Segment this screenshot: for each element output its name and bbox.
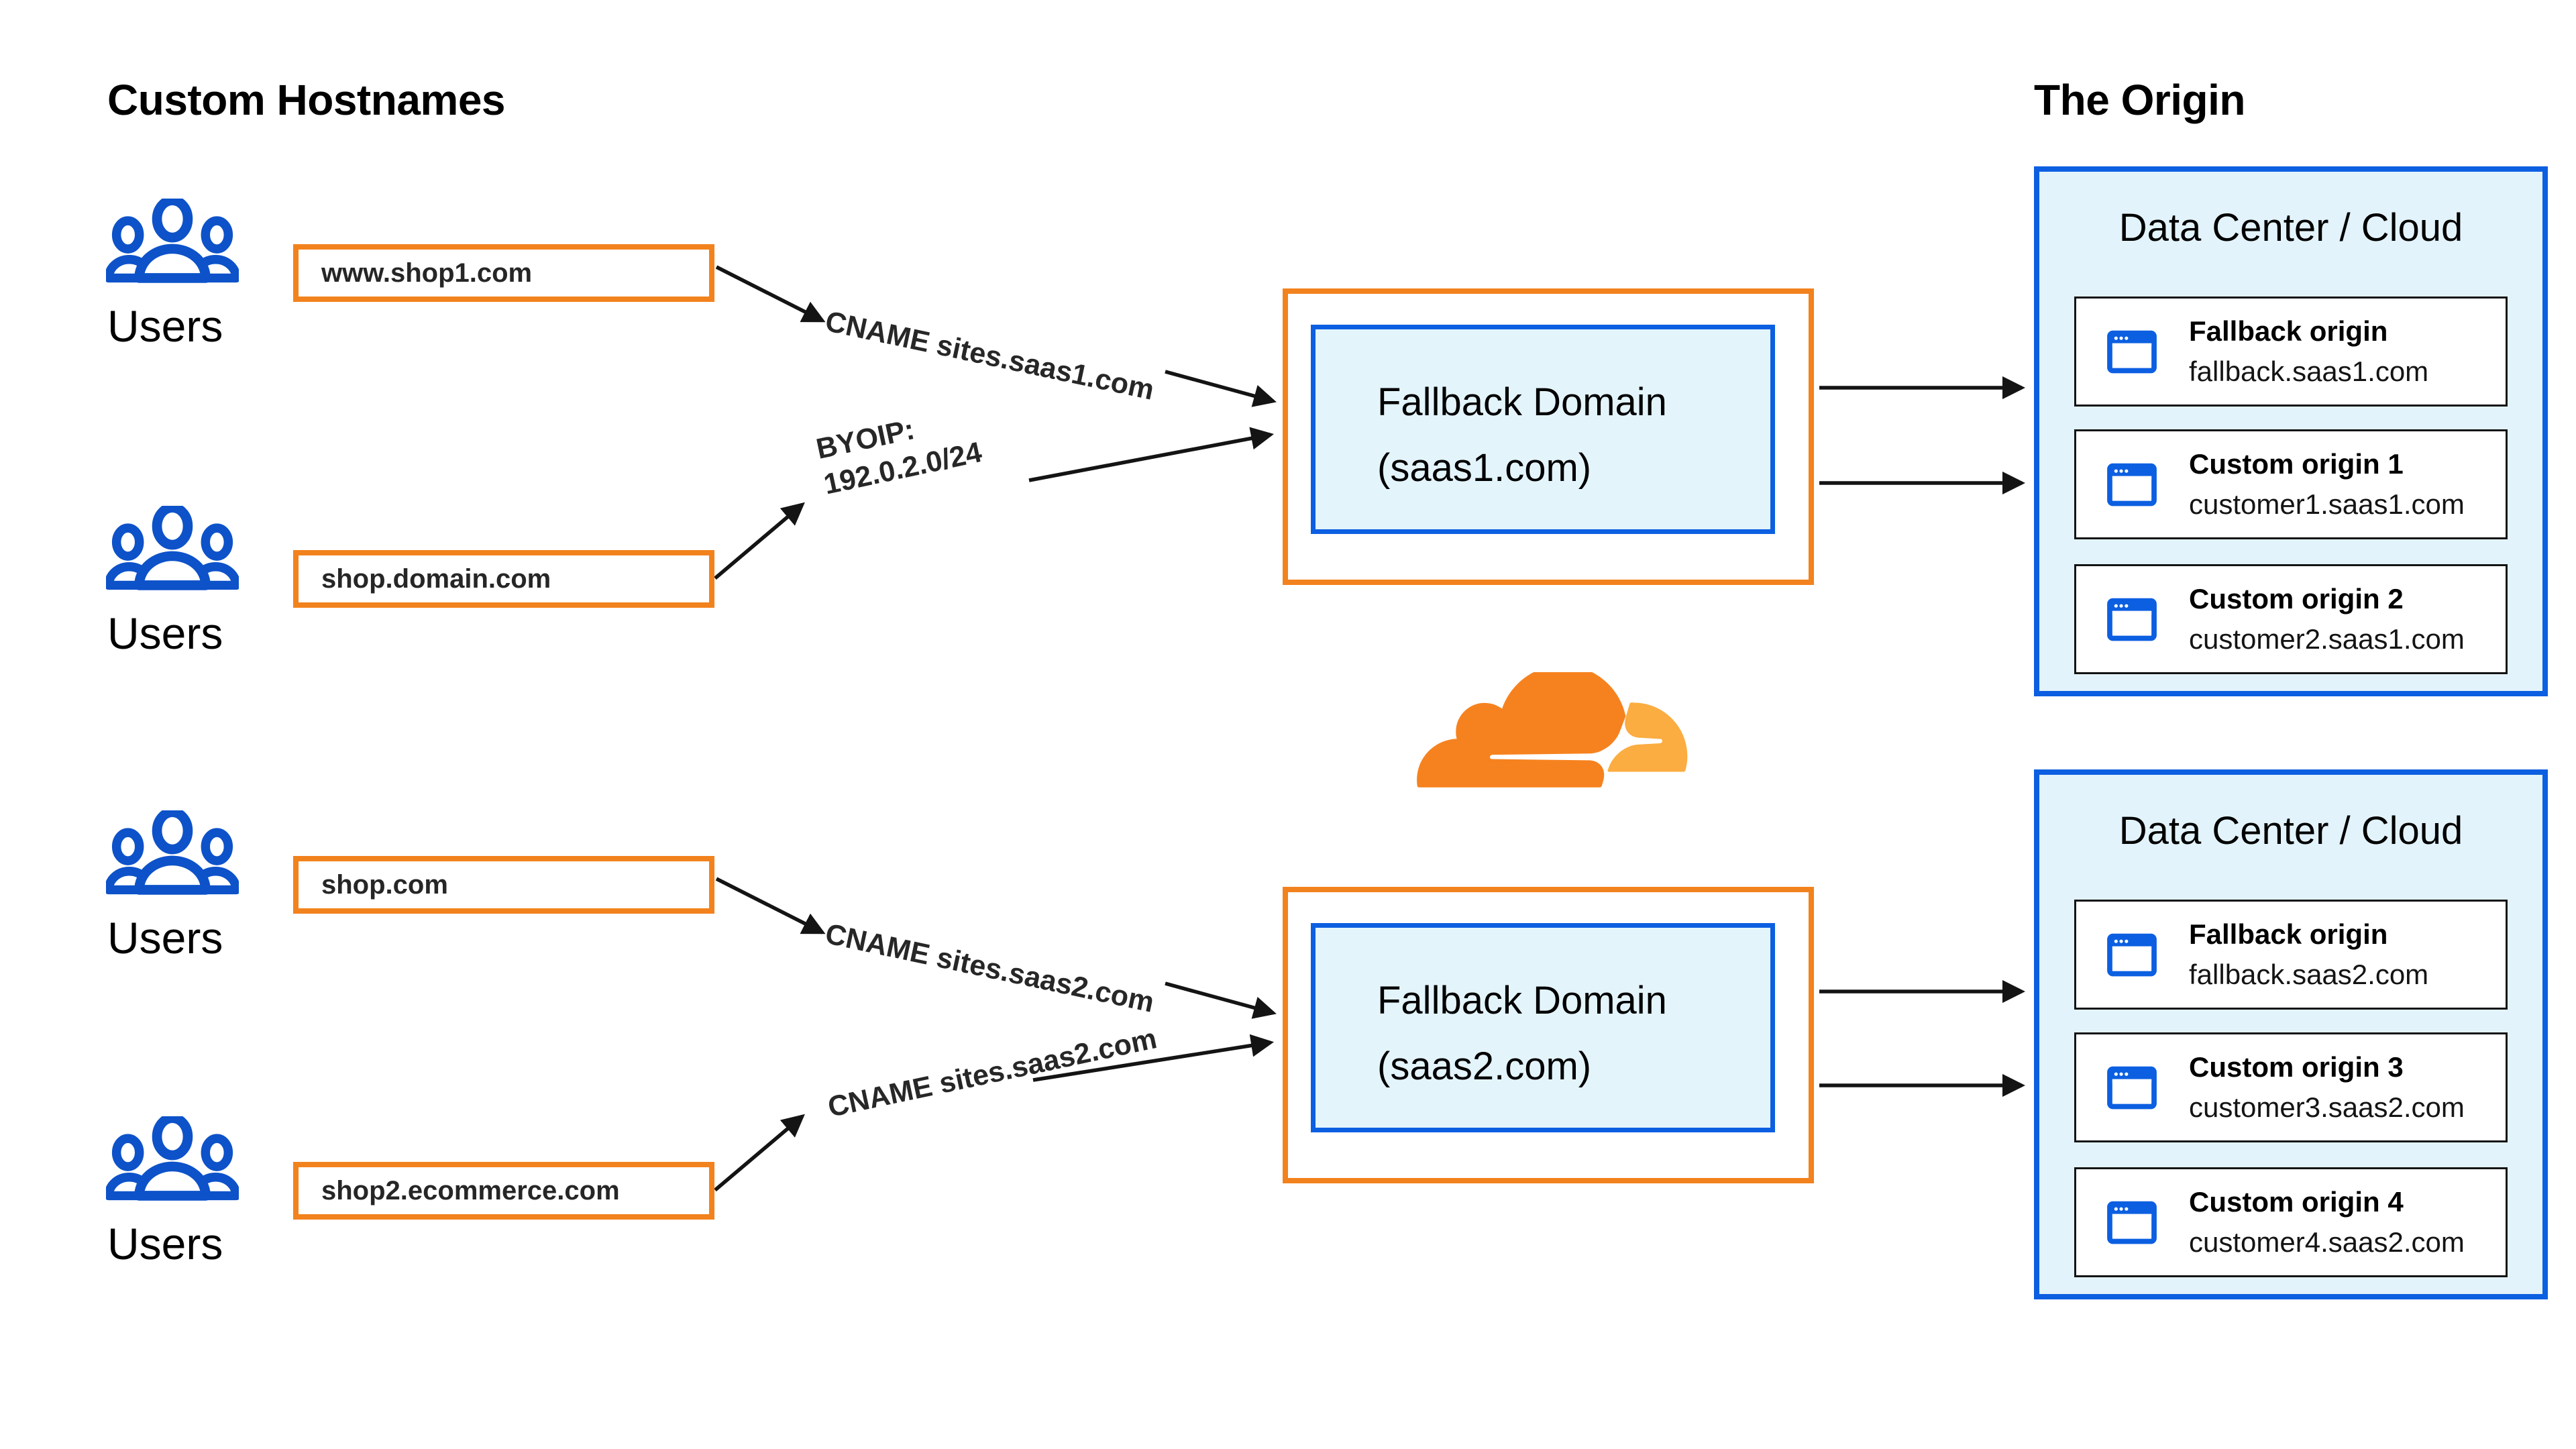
custom-hostnames-heading: Custom Hostnames <box>107 76 506 124</box>
fallback-domain-line2: (saas1.com) <box>1377 446 1592 490</box>
users-icon <box>106 810 239 895</box>
fallback-domain-box-saas2: Fallback Domain (saas2.com) <box>1311 923 1775 1132</box>
browser-window-icon <box>2107 598 2157 641</box>
fallback-domain-outer-saas2: Fallback Domain (saas2.com) <box>1283 887 1814 1183</box>
arrow-byoip-to-fallback1 <box>1028 427 1275 482</box>
cname-saas2-label-a: CNAME sites.saas2.com <box>822 918 1157 1019</box>
cloudflare-logo <box>1417 672 1688 788</box>
hostname-label: shop2.ecommerce.com <box>321 1175 620 1205</box>
origin-name: Custom origin 3 <box>2189 1051 2404 1083</box>
fallback-domain-box-saas1: Fallback Domain (saas1.com) <box>1311 325 1775 534</box>
hostname-label: shop.domain.com <box>321 564 551 594</box>
fallback-domain-line1: Fallback Domain <box>1377 979 1667 1022</box>
user-group-4: Users <box>106 1116 254 1269</box>
hostname-box-shop1: www.shop1.com <box>293 244 714 302</box>
origin-card-custom1: Custom origin 1 customer1.saas1.com <box>2074 429 2508 539</box>
users-icon <box>106 1116 239 1201</box>
origin-host: fallback.saas2.com <box>2189 959 2429 990</box>
browser-window-icon <box>2107 1201 2157 1244</box>
origin-host: customer4.saas2.com <box>2189 1226 2465 1258</box>
users-label: Users <box>107 913 223 963</box>
data-center-1: Data Center / Cloud Fallback origin fall… <box>2034 166 2548 696</box>
browser-window-icon <box>2107 1066 2157 1110</box>
users-icon <box>106 199 239 283</box>
origin-name: Custom origin 2 <box>2189 582 2404 614</box>
origin-host: customer1.saas1.com <box>2189 488 2465 520</box>
origin-card-custom2: Custom origin 2 customer2.saas1.com <box>2074 564 2508 674</box>
users-label: Users <box>107 301 223 351</box>
arrow-cname1-to-fallback1 <box>1165 370 1277 407</box>
origin-host: customer2.saas1.com <box>2189 623 2465 655</box>
cname-saas1-label: CNAME sites.saas1.com <box>822 305 1157 407</box>
browser-window-icon <box>2107 463 2157 506</box>
byoip-label: BYOIP: 192.0.2.0/24 <box>813 398 985 502</box>
origin-name: Fallback origin <box>2189 315 2388 347</box>
fallback-domain-line2: (saas2.com) <box>1377 1044 1592 1088</box>
origin-card-custom4: Custom origin 4 customer4.saas2.com <box>2074 1167 2508 1277</box>
hostname-label: www.shop1.com <box>321 258 533 288</box>
hostname-box-shopcom: shop.com <box>293 856 714 914</box>
hostname-box-shop2: shop2.ecommerce.com <box>293 1162 714 1220</box>
origin-card-custom3: Custom origin 3 customer3.saas2.com <box>2074 1032 2508 1142</box>
arrow-shop2-to-cname2b <box>714 1114 805 1192</box>
arrow-shopdomain-to-byoip <box>714 502 805 580</box>
arrow-shopcom-to-cname2a <box>715 877 826 934</box>
origin-host: fallback.saas1.com <box>2189 356 2429 387</box>
data-center-2: Data Center / Cloud Fallback origin fall… <box>2034 769 2548 1299</box>
fallback-domain-line1: Fallback Domain <box>1377 380 1667 424</box>
arrow-shop1-to-cname1 <box>715 265 826 323</box>
cname-saas2-label-b: CNAME sites.saas2.com <box>825 1022 1160 1124</box>
origin-name: Custom origin 1 <box>2189 447 2404 480</box>
data-center-title: Data Center / Cloud <box>2118 206 2463 250</box>
users-icon <box>106 506 239 590</box>
origin-name: Custom origin 4 <box>2189 1185 2404 1218</box>
fallback-domain-outer-saas1: Fallback Domain (saas1.com) <box>1283 288 1814 585</box>
origin-card-fallback-saas2: Fallback origin fallback.saas2.com <box>2074 900 2508 1010</box>
users-label: Users <box>107 608 223 658</box>
user-group-3: Users <box>106 810 254 963</box>
user-group-1: Users <box>106 199 254 352</box>
browser-window-icon <box>2107 330 2157 374</box>
the-origin-heading: The Origin <box>2034 76 2246 124</box>
users-label: Users <box>107 1219 223 1269</box>
origin-host: customer3.saas2.com <box>2189 1091 2465 1123</box>
hostname-box-shopdomain: shop.domain.com <box>293 550 714 608</box>
user-group-2: Users <box>106 506 254 659</box>
origin-card-fallback-saas1: Fallback origin fallback.saas1.com <box>2074 297 2508 407</box>
hostname-label: shop.com <box>321 869 448 900</box>
arrow-cname2a-to-fallback2 <box>1165 981 1277 1019</box>
data-center-title: Data Center / Cloud <box>2118 809 2463 853</box>
origin-name: Fallback origin <box>2189 918 2388 950</box>
browser-window-icon <box>2107 933 2157 977</box>
